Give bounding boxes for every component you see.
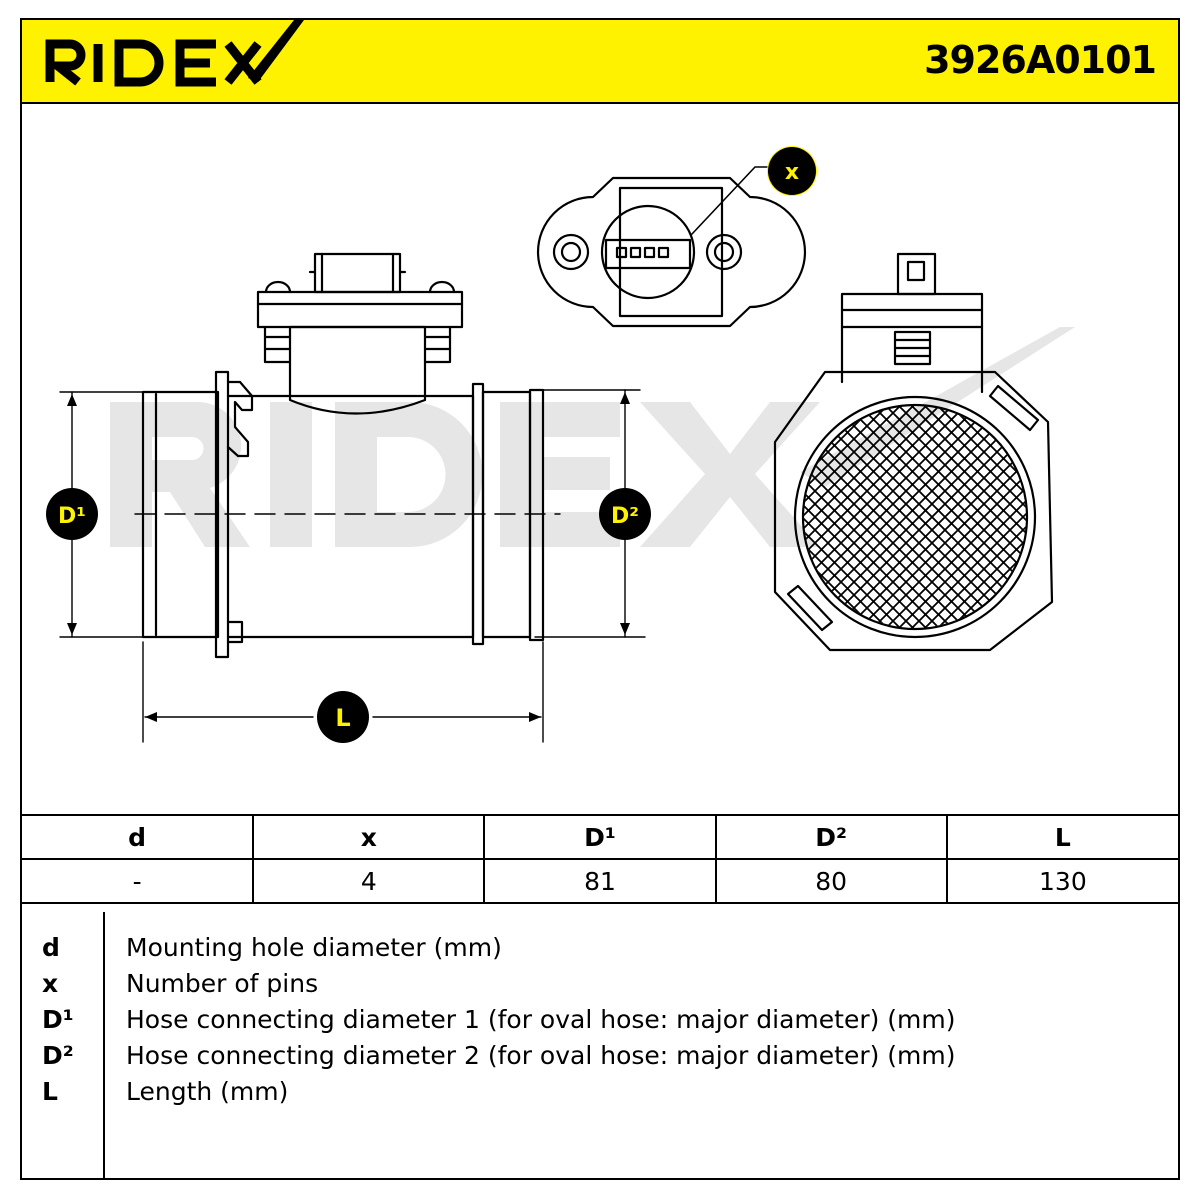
mesh-line (894, 406, 1026, 628)
mesh-line (804, 406, 918, 628)
mesh-line (804, 406, 905, 628)
mesh-line (804, 406, 879, 628)
dimension-arrows (67, 392, 630, 722)
legend-divider (103, 912, 105, 1180)
spec-value-row: - 4 81 80 130 (22, 858, 1178, 904)
mesh-line (933, 406, 1026, 628)
legend-text: Mounting hole diameter (mm) (126, 933, 502, 962)
legend-item: D² Hose connecting diameter 2 (for oval … (22, 1038, 1178, 1074)
mesh-line (804, 406, 905, 628)
mesh-line (804, 406, 957, 628)
brand-logo (22, 20, 1178, 102)
spec-header-d2: D² (714, 814, 948, 860)
legend-key: D² (42, 1041, 74, 1070)
mesh-line (868, 406, 1026, 628)
mesh-line (804, 406, 892, 628)
spec-value-x: 4 (252, 858, 486, 904)
mesh-line (842, 406, 1026, 628)
legend-key: D¹ (42, 1005, 74, 1034)
mesh-line (946, 406, 1026, 628)
header-background (22, 20, 1178, 102)
mesh-line (804, 406, 879, 628)
legend-text: Length (mm) (126, 1077, 289, 1106)
legend-item: d Mounting hole diameter (mm) (22, 930, 1178, 966)
mesh-line (855, 406, 1026, 628)
mesh-line (920, 406, 1026, 628)
spec-header-row: d x D¹ D² L (22, 814, 1178, 860)
mesh-line (804, 406, 996, 628)
mesh-line (907, 406, 1026, 628)
legend-item: D¹ Hose connecting diameter 1 (for oval … (22, 1002, 1178, 1038)
callout-pins: x (767, 146, 817, 196)
legend-key: L (42, 1077, 58, 1106)
legend-text: Number of pins (126, 969, 319, 998)
part-number: 3926A0101 (924, 38, 1157, 82)
technical-drawing: x D¹ D² L (46, 146, 1075, 743)
header-bar: 3926A0101 (22, 20, 1178, 104)
mesh-line (881, 406, 1026, 628)
legend: d Mounting hole diameter (mm) x Number o… (22, 912, 1178, 1180)
connector-top-view (536, 166, 807, 328)
mesh-line (804, 406, 931, 628)
table-layer: d x D¹ D² L - 4 81 80 130 d (20, 18, 1180, 1180)
legend-item: L Length (mm) (22, 1074, 1178, 1110)
spec-table: d x D¹ D² L - 4 81 80 130 (22, 814, 1178, 904)
callout-diameter-1: D¹ (46, 488, 98, 540)
legend-key: d (42, 933, 60, 962)
mesh-line (920, 406, 1026, 628)
mesh-line (804, 406, 892, 628)
dimension-lines (59, 389, 646, 743)
spec-value-d: - (22, 858, 255, 904)
mesh-line (804, 406, 944, 628)
spec-value-d2: 80 (714, 858, 948, 904)
legend-text: Hose connecting diameter 1 (for oval hos… (126, 1005, 956, 1034)
mesh-line (804, 406, 983, 628)
mesh-line (946, 406, 1026, 628)
callout-diameter-2: D² (599, 488, 651, 540)
legend-key: x (42, 969, 59, 998)
mesh-line (804, 406, 970, 628)
spec-header-x: x (252, 814, 486, 860)
spec-header-d: d (22, 814, 255, 860)
legend-text: Hose connecting diameter 2 (for oval hos… (126, 1041, 956, 1070)
callout-pins-label: x (785, 160, 799, 185)
product-sheet: 3926A0101 (20, 18, 1180, 1180)
mesh-line (933, 406, 1026, 628)
callout-length: L (317, 691, 369, 743)
callout-length-label: L (335, 704, 350, 732)
spec-value-l: 130 (945, 858, 1178, 904)
callout-diameter-1-label: D¹ (58, 504, 86, 529)
sensor-front-view (773, 252, 1054, 652)
legend-item: x Number of pins (22, 966, 1178, 1002)
spec-header-l: L (945, 814, 1178, 860)
callout-diameter-2-label: D² (611, 504, 639, 529)
mesh-line (804, 406, 918, 628)
spec-value-d1: 81 (483, 858, 717, 904)
spec-header-d1: D¹ (483, 814, 717, 860)
